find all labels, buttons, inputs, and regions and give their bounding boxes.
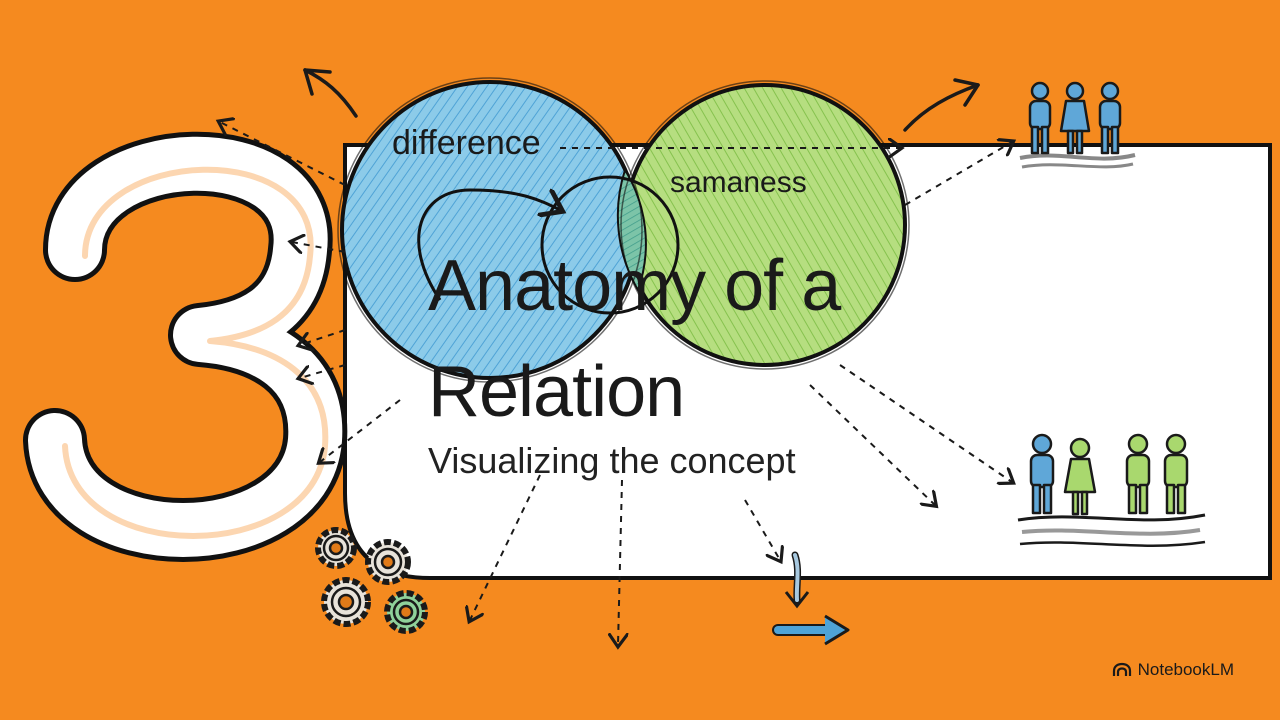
arrow-icon: [303, 68, 980, 132]
dashed-arrows: [220, 122, 1012, 645]
blue-arrow-icons: [772, 551, 850, 646]
venn-inner-circle: [540, 175, 680, 315]
slide-title-line-2: Relation: [428, 352, 685, 432]
people-group-small-icon: [1019, 81, 1136, 169]
section-number-outline: [23, 131, 348, 562]
venn-left-label: difference: [392, 124, 541, 162]
people-group-large-icon: [1017, 433, 1206, 547]
brand-name: NotebookLM: [1137, 660, 1234, 679]
slide-subtitle: Visualizing the concept: [428, 440, 796, 481]
brand-watermark: NotebookLM: [1112, 660, 1234, 680]
section-number: 3: [30, 100, 308, 600]
notebooklm-logo-icon: [1112, 662, 1131, 676]
slide-title-line-1: Anatomy of a: [428, 246, 841, 326]
venn-loop-arrow: [417, 188, 560, 301]
gears-icon: [315, 527, 428, 634]
venn-right-label: samaness: [670, 166, 807, 199]
